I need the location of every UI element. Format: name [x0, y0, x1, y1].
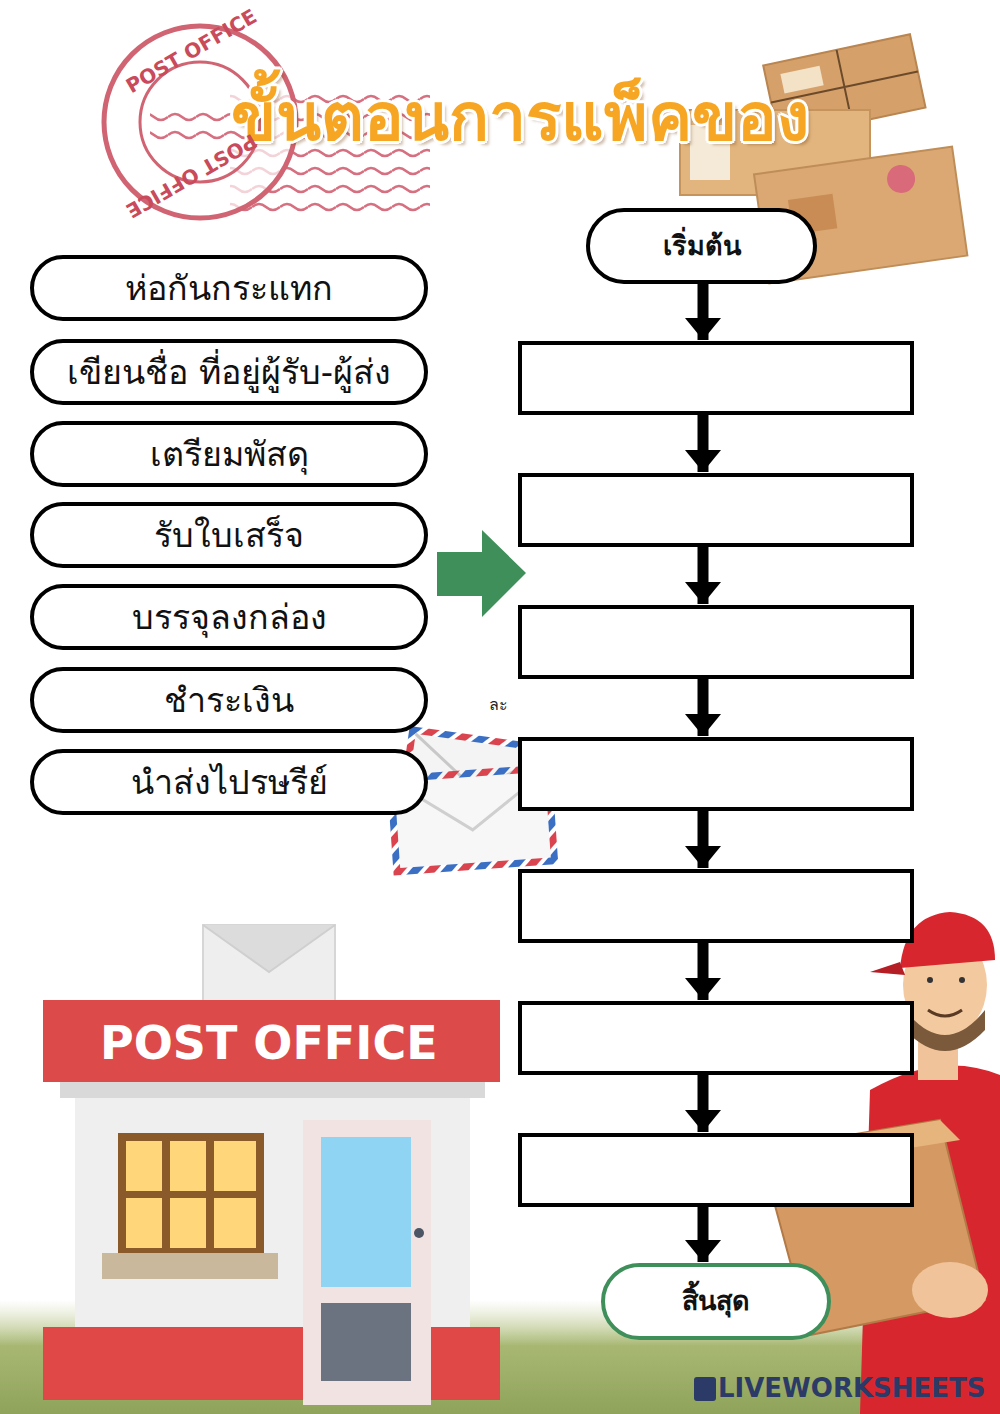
node-text: รับใบเสร็จ [154, 515, 304, 556]
step-option-pill: รับใบเสร็จ [30, 502, 428, 568]
step-option-pill: นำส่งไปรษรีย์ [30, 749, 428, 815]
node-text: ห่อกันกระแทก [125, 268, 333, 309]
title: ขั้นตอนการแพ็คของ [190, 78, 850, 157]
flow-arrow [698, 415, 709, 472]
empty-answer-box [518, 341, 914, 415]
node-text: ชำระเงิน [164, 680, 294, 721]
empty-answer-box [518, 1133, 914, 1207]
empty-answer-box [518, 473, 914, 547]
flow-arrow [698, 679, 709, 736]
node-text: นำส่งไปรษรีย์ [131, 762, 328, 803]
start-terminal: เริ่มต้น [586, 208, 817, 284]
empty-answer-box [518, 605, 914, 679]
node-text: เตรียมพัสดุ [150, 434, 309, 475]
node-text: เริ่มต้น [663, 230, 741, 262]
flow-arrow [698, 1075, 709, 1132]
step-option-pill: ชำระเงิน [30, 667, 428, 733]
node-text: บรรจุลงกล่อง [132, 597, 327, 638]
watermark-logo [694, 1377, 716, 1401]
node-text: สิ้นสุด [682, 1285, 750, 1317]
empty-answer-box [518, 1001, 914, 1075]
step-option-pill: เตรียมพัสดุ [30, 421, 428, 487]
step-option-pill: บรรจุลงกล่อง [30, 584, 428, 650]
flow-arrow [698, 284, 709, 340]
flow-arrow [698, 547, 709, 604]
post-office-building [43, 925, 500, 1405]
flow-arrow [698, 811, 709, 868]
empty-answer-box [518, 869, 914, 943]
node-text: เขียนชื่อ ที่อยู่ผู้รับ-ผู้ส่ง [67, 352, 391, 393]
step-option-pill: ห่อกันกระแทก [30, 255, 428, 321]
flow-arrow [698, 1207, 709, 1262]
end-terminal: สิ้นสุด [601, 1263, 831, 1340]
watermark: LIVEWORKSHEETS [718, 1374, 986, 1403]
step-option-pill: เขียนชื่อ ที่อยู่ผู้รับ-ผู้ส่ง [30, 339, 428, 405]
green-arrow [437, 530, 526, 617]
empty-answer-box [518, 737, 914, 811]
flow-arrow [698, 943, 709, 1000]
post-office-sign: POST OFFICE [100, 1018, 438, 1069]
small-note: ละ [489, 696, 508, 714]
